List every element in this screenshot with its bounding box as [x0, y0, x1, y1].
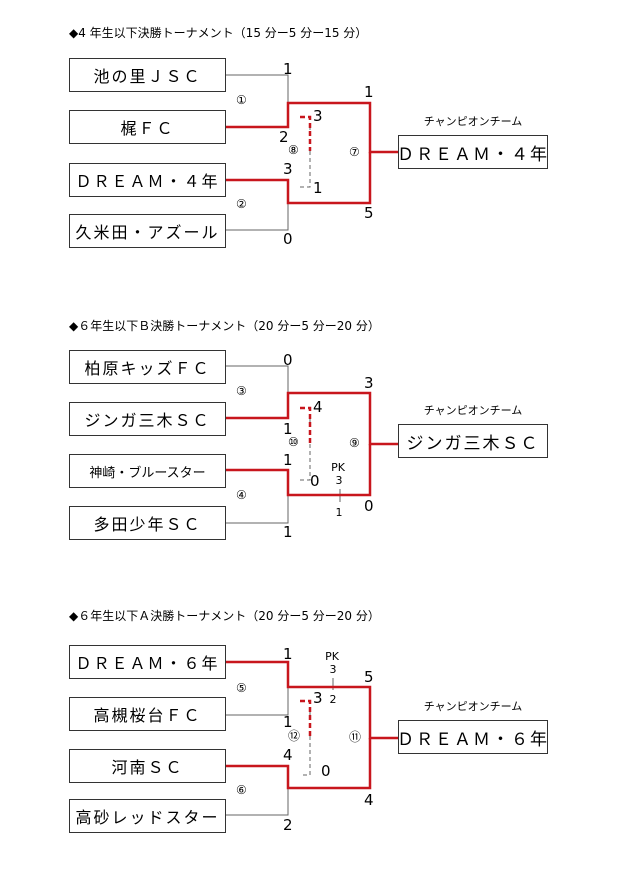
pk-score: 2 — [329, 693, 337, 706]
line-team2-win — [226, 391, 398, 446]
line-semi-win — [300, 115, 312, 151]
line-semi-lower — [300, 151, 311, 188]
score: 3 — [313, 107, 323, 125]
score: 1 — [313, 179, 323, 197]
pk-score: 3 — [335, 474, 343, 487]
tournament-title: ◆６年生以下Ｂ決勝トーナメント（20 分ー5 分ー20 分） — [69, 319, 380, 333]
team-box: 神崎・ブルースター — [69, 454, 226, 488]
score: 5 — [364, 668, 374, 686]
line-semi-lower — [300, 444, 311, 481]
match-label: ⑩ — [288, 435, 299, 449]
tournament-title: ◆６年生以下Ａ決勝トーナメント（20 分ー5 分ー20 分） — [69, 609, 380, 623]
match-label: ② — [236, 197, 247, 211]
bracket-lines — [226, 660, 398, 816]
score: 0 — [283, 351, 293, 369]
score: 0 — [321, 762, 331, 780]
score: 2 — [283, 816, 293, 834]
champion-box: ジンガ三木ＳＣ — [398, 424, 548, 458]
line-semi-lower — [300, 736, 311, 776]
pk-score: 1 — [335, 506, 343, 519]
line-team2 — [226, 687, 289, 716]
line-semi-win — [300, 406, 312, 444]
line-team4 — [226, 203, 289, 231]
champion-label: チャンピオンチーム — [423, 700, 523, 713]
line-team1 — [226, 365, 289, 393]
bracket-lines — [226, 365, 398, 524]
team-box: ＤＲＥＡＭ・６年 — [69, 645, 226, 679]
pk-score: 3 — [329, 663, 337, 676]
score: 2 — [279, 128, 289, 146]
team-box: 梶ＦＣ — [69, 110, 226, 144]
line-team1 — [226, 74, 289, 103]
team-box: ジンガ三木ＳＣ — [69, 402, 226, 436]
score: 1 — [283, 713, 293, 731]
line-team3-win — [226, 444, 372, 497]
line-team4 — [226, 788, 289, 816]
match-label: ⑫ — [288, 729, 301, 743]
match-label: ⑧ — [288, 143, 299, 157]
line-team2-win — [226, 101, 398, 154]
pk-label: PK — [325, 650, 339, 663]
match-label: ⑦ — [349, 145, 360, 159]
line-team1-win — [226, 660, 398, 740]
tournament-4th-grade: ◆4 年生以下決勝トーナメント（15 分ー5 分ー15 分） 池の里ＪＳＣ 梶Ｆ… — [0, 25, 630, 295]
score: 1 — [283, 420, 293, 438]
champion-box: ＤＲＥＡＭ・４年 — [397, 135, 548, 169]
match-label: ⑥ — [236, 783, 247, 797]
champion-box: ＤＲＥＡＭ・６年 — [397, 720, 548, 754]
team-box: 高槻桜台ＦＣ — [69, 697, 226, 731]
team-box: 柏原キッズＦＣ — [69, 350, 226, 384]
bracket-lines — [226, 74, 398, 231]
pk-label: PK — [331, 461, 345, 474]
score: 0 — [364, 497, 374, 515]
score: 0 — [310, 472, 320, 490]
score: 1 — [283, 523, 293, 541]
match-label: ③ — [236, 384, 247, 398]
score: 1 — [283, 645, 293, 663]
match-label: ⑤ — [236, 681, 247, 695]
tournament-6th-grade-b: ◆６年生以下Ｂ決勝トーナメント（20 分ー5 分ー20 分） 柏原キッズＦＣ ジ… — [0, 318, 630, 588]
line-team3-win — [226, 152, 372, 205]
champion-label: チャンピオンチーム — [423, 115, 523, 128]
score: 4 — [313, 398, 323, 416]
line-team4 — [226, 495, 289, 524]
score: 3 — [283, 160, 293, 178]
team-box: 高砂レッドスター — [69, 799, 226, 833]
match-label: ⑨ — [349, 436, 360, 450]
line-team3-win — [226, 738, 372, 790]
team-box: 多田少年ＳＣ — [69, 506, 226, 540]
match-label: ① — [236, 93, 247, 107]
score: 0 — [283, 230, 293, 248]
score: 5 — [364, 204, 374, 222]
line-semi-win — [300, 699, 312, 736]
tournament-title: ◆4 年生以下決勝トーナメント（15 分ー5 分ー15 分） — [69, 26, 368, 40]
score: 4 — [283, 746, 293, 764]
score: 1 — [283, 451, 293, 469]
team-box: 河南ＳＣ — [69, 749, 226, 783]
match-label: ④ — [236, 488, 247, 502]
tournament-6th-grade-a: ◆６年生以下Ａ決勝トーナメント（20 分ー5 分ー20 分） ＤＲＥＡＭ・６年 … — [0, 608, 630, 878]
score: 3 — [364, 374, 374, 392]
match-label: ⑪ — [349, 730, 362, 744]
score: 3 — [313, 689, 323, 707]
team-box: 池の里ＪＳＣ — [69, 58, 226, 92]
score: 1 — [283, 60, 293, 78]
champion-label: チャンピオンチーム — [423, 404, 523, 417]
score: 1 — [364, 83, 374, 101]
team-box: 久米田・アズール — [69, 214, 226, 248]
team-box: ＤＲＥＡＭ・４年 — [69, 163, 226, 197]
score: 4 — [364, 791, 374, 809]
